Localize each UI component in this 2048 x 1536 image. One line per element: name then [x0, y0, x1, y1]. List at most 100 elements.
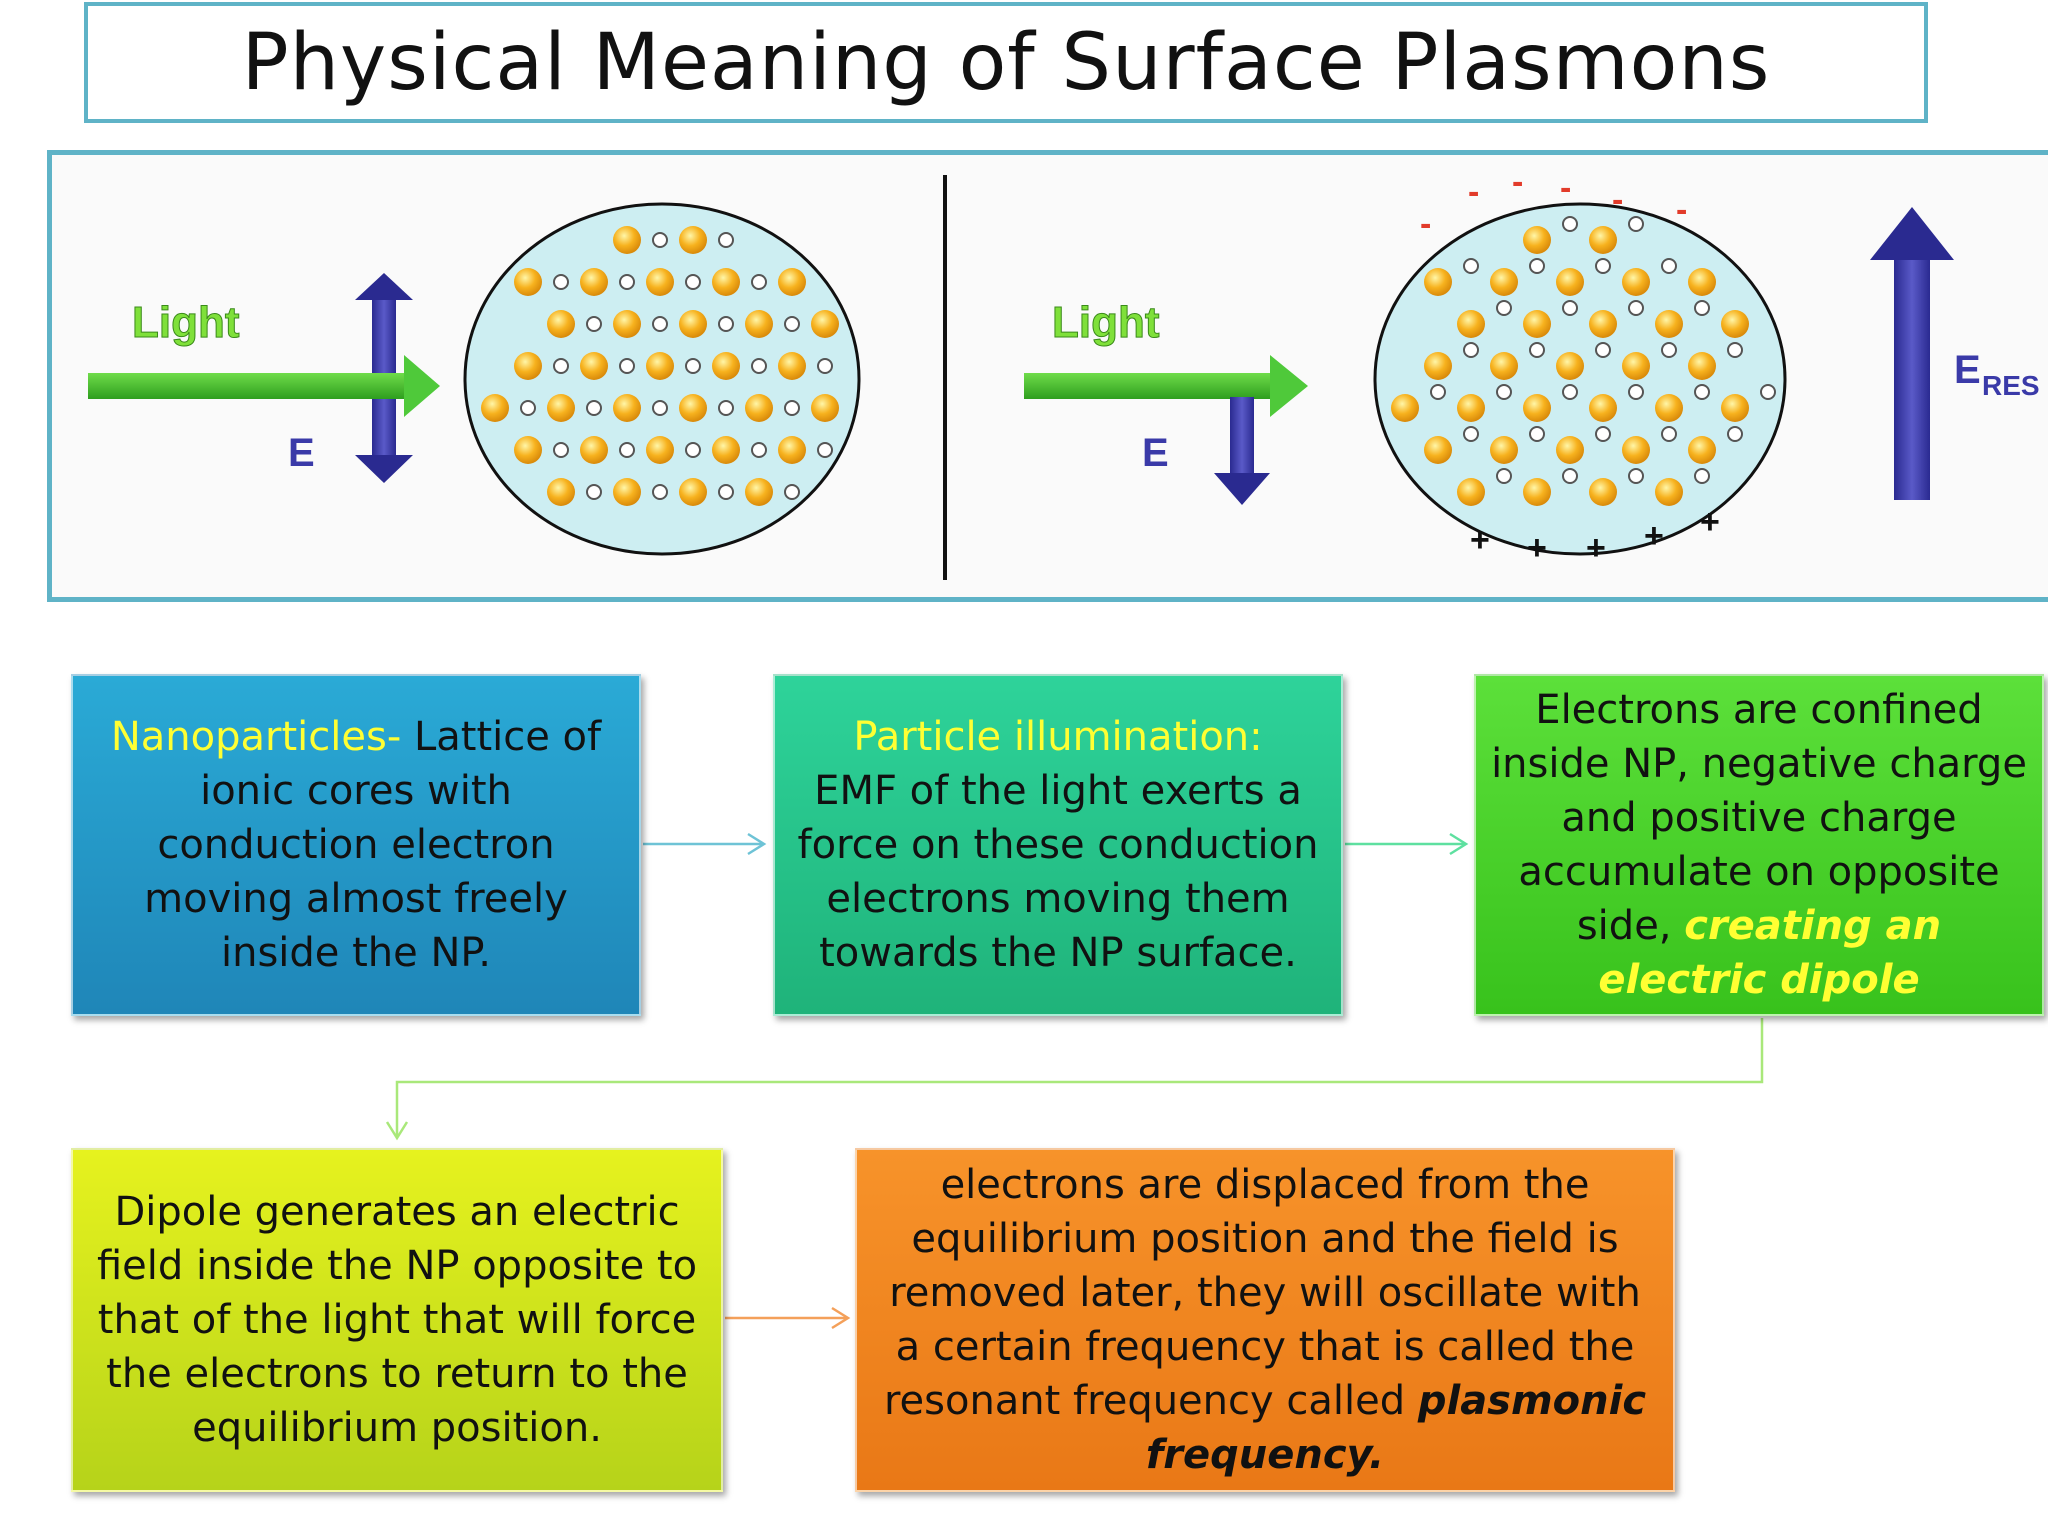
- conduction-electron: [553, 274, 569, 290]
- ion-core: [778, 268, 806, 296]
- conduction-electron: [751, 358, 767, 374]
- conduction-electron: [1562, 468, 1578, 484]
- flow-box-oscillation: electrons are displaced from the equilib…: [855, 1148, 1675, 1492]
- conduction-electron: [718, 484, 734, 500]
- ion-core: [1655, 394, 1683, 422]
- ion-core: [1622, 436, 1650, 464]
- box1-text: Lattice of ionic cores with conduction e…: [144, 714, 602, 976]
- ion-core: [613, 310, 641, 338]
- svg-text:-: -: [1612, 181, 1623, 219]
- conduction-electron: [1463, 342, 1479, 358]
- ion-core: [1490, 352, 1518, 380]
- conduction-electron: [751, 442, 767, 458]
- conduction-electron: [652, 484, 668, 500]
- e-res-arrow: [1870, 207, 1954, 500]
- ion-core: [1523, 226, 1551, 254]
- ion-core: [481, 394, 509, 422]
- positive-charges: + + + + +: [1470, 503, 1720, 567]
- ion-core: [1721, 394, 1749, 422]
- conduction-electron: [1628, 216, 1644, 232]
- conduction-electron: [1727, 342, 1743, 358]
- ion-core: [745, 394, 773, 422]
- conduction-electron: [1463, 426, 1479, 442]
- conduction-electron: [520, 400, 536, 416]
- conduction-electron: [1694, 384, 1710, 400]
- conduction-electron: [1430, 384, 1446, 400]
- ion-core: [1490, 436, 1518, 464]
- conduction-electron: [784, 316, 800, 332]
- ion-core: [646, 436, 674, 464]
- ion-core: [745, 310, 773, 338]
- conduction-electron: [553, 358, 569, 374]
- svg-text:+: +: [1527, 529, 1547, 567]
- svg-text:-: -: [1420, 205, 1431, 243]
- nanoparticle-right: [1373, 202, 1787, 556]
- ion-core: [646, 268, 674, 296]
- box1-highlight: Nanoparticles-: [110, 714, 402, 760]
- conduction-electron: [1694, 468, 1710, 484]
- conduction-electron: [685, 274, 701, 290]
- ion-core: [811, 394, 839, 422]
- conduction-electron: [718, 316, 734, 332]
- ion-core: [547, 478, 575, 506]
- right-particle-charges: [1391, 216, 1776, 506]
- ion-core: [1589, 226, 1617, 254]
- box3-text: Electrons are confined inside NP, negati…: [1491, 687, 2027, 949]
- conduction-electron: [1628, 468, 1644, 484]
- svg-text:-: -: [1512, 163, 1523, 201]
- ion-core: [514, 436, 542, 464]
- ion-core: [1424, 268, 1452, 296]
- conduction-electron: [1562, 216, 1578, 232]
- conduction-electron: [619, 274, 635, 290]
- conduction-electron: [685, 442, 701, 458]
- ion-core: [1457, 478, 1485, 506]
- svg-text:-: -: [1468, 173, 1479, 211]
- light-arrow-right: [1024, 355, 1308, 417]
- conduction-electron: [1661, 258, 1677, 274]
- conduction-electron: [817, 442, 833, 458]
- box3-emphasis: creating an electric dipole: [1598, 903, 1942, 1003]
- conduction-electron: [1727, 426, 1743, 442]
- ion-core: [514, 352, 542, 380]
- box2-text: EMF of the light exerts a force on these…: [797, 768, 1319, 976]
- ion-core: [1523, 394, 1551, 422]
- conduction-electron: [586, 484, 602, 500]
- ion-core: [1490, 268, 1518, 296]
- conduction-electron: [784, 484, 800, 500]
- conduction-electron: [1595, 258, 1611, 274]
- svg-text:-: -: [1676, 191, 1687, 229]
- conduction-electron: [1562, 384, 1578, 400]
- ion-core: [1523, 478, 1551, 506]
- conduction-electron: [1595, 342, 1611, 358]
- conduction-electron: [718, 400, 734, 416]
- conduction-electron: [1529, 342, 1545, 358]
- conduction-electron: [817, 358, 833, 374]
- ion-core: [778, 352, 806, 380]
- conduction-electron: [586, 400, 602, 416]
- svg-text:+: +: [1586, 529, 1606, 567]
- conduction-electron: [1529, 258, 1545, 274]
- ion-core: [580, 268, 608, 296]
- conduction-electron: [619, 442, 635, 458]
- plasmon-diagram: Light E Light E - - -: [88, 163, 2040, 580]
- ion-core: [1655, 478, 1683, 506]
- e-res-label: E: [1954, 348, 1981, 392]
- ion-core: [514, 268, 542, 296]
- conduction-electron: [1694, 300, 1710, 316]
- conduction-electron: [1628, 384, 1644, 400]
- e-label-left: E: [288, 431, 315, 475]
- svg-text:+: +: [1644, 517, 1664, 555]
- flow-box-restoring-field: Dipole generates an electric field insid…: [71, 1148, 723, 1492]
- ion-core: [712, 436, 740, 464]
- svg-text:+: +: [1470, 521, 1490, 559]
- conduction-electron: [619, 358, 635, 374]
- conduction-electron: [652, 316, 668, 332]
- ion-core: [1688, 436, 1716, 464]
- box4-text: Dipole generates an electric field insid…: [96, 1189, 698, 1451]
- ion-core: [1391, 394, 1419, 422]
- flow-box-illumination: Particle illumination:EMF of the light e…: [773, 674, 1343, 1016]
- ion-core: [778, 436, 806, 464]
- conduction-electron: [1496, 384, 1512, 400]
- conduction-electron: [718, 232, 734, 248]
- conduction-electron: [1562, 300, 1578, 316]
